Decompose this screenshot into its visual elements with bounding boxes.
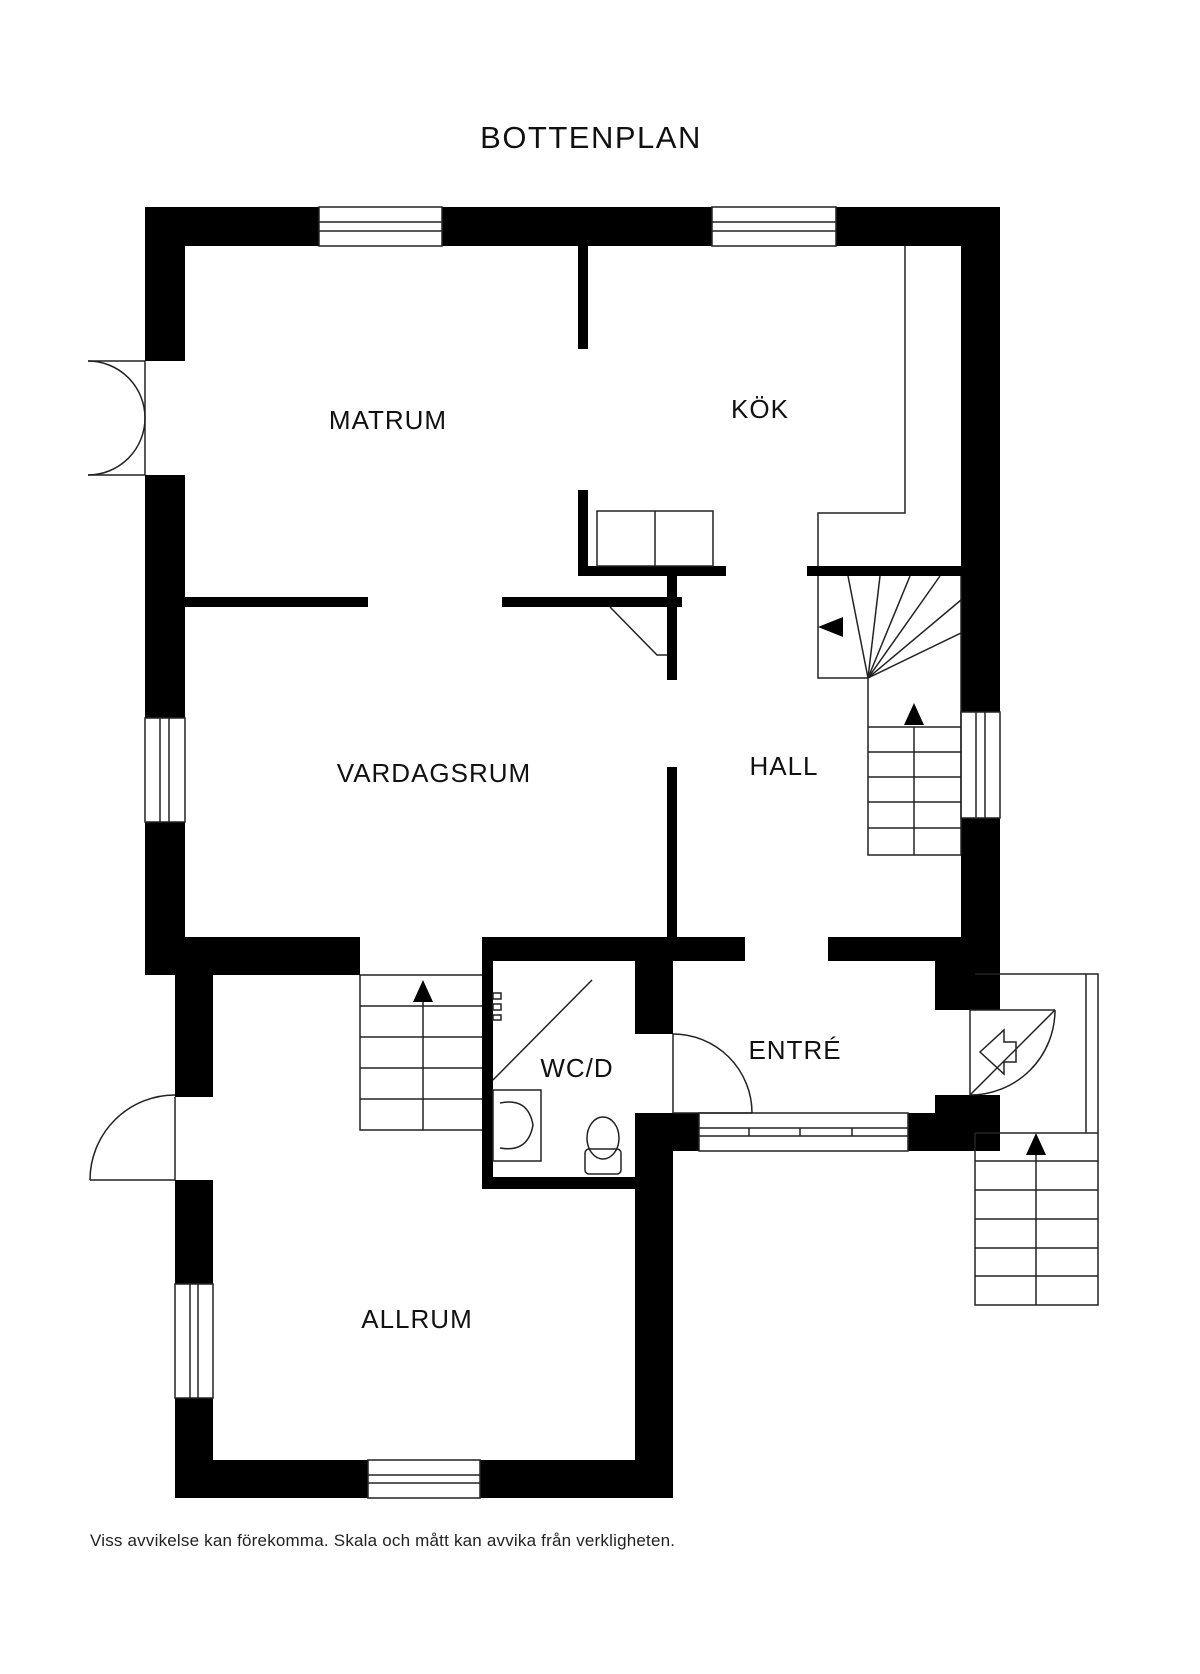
sink-icon: [492, 1089, 542, 1162]
toilet-icon: [584, 1116, 622, 1175]
staircase-hall: [817, 575, 962, 856]
window-allrum-bottom: [367, 1459, 481, 1499]
window-vardagsrum-left: [144, 717, 186, 823]
doors: [87, 360, 1056, 1181]
walls: [145, 207, 1000, 1498]
window-kok-top: [711, 206, 837, 247]
window-allrum-left: [174, 1283, 214, 1399]
arrow-left-icon: [818, 617, 843, 637]
double-door-matrum: [87, 360, 146, 476]
room-label-vardagsrum: VARDAGSRUM: [337, 758, 531, 788]
wc-fixtures: [492, 979, 622, 1175]
window-matrum-top: [318, 206, 443, 247]
entry-arrow-icon: [978, 1028, 1017, 1076]
arrow-up-icon: [904, 703, 924, 725]
room-label-entre: ENTRÉ: [748, 1035, 841, 1065]
window-entre-bottom: [698, 1112, 909, 1152]
stair-arrows: [413, 617, 1046, 1155]
kitchen-fixtures: [596, 246, 906, 567]
door-wc: [672, 1033, 753, 1114]
interior-walls: [185, 246, 961, 937]
disclaimer-text: Viss avvikelse kan förekomma. Skala och …: [90, 1531, 676, 1550]
door-allrum: [89, 1094, 176, 1181]
entry-steps: [974, 973, 1099, 1306]
room-label-hall: HALL: [749, 751, 818, 781]
room-label-wc: WC/D: [540, 1053, 613, 1083]
arrow-up-icon: [413, 980, 433, 1002]
room-label-kok: KÖK: [731, 394, 789, 424]
room-label-allrum: ALLRUM: [361, 1304, 472, 1334]
shower-head-icon: [492, 992, 502, 1021]
room-label-matrum: MATRUM: [329, 405, 447, 435]
plan-title: BOTTENPLAN: [480, 120, 702, 155]
stairs: [359, 575, 1099, 1306]
door-entre: [969, 1009, 1056, 1096]
staircase-allrum: [359, 974, 482, 1131]
shower-screen: [492, 979, 593, 1081]
door-pantry: [609, 606, 667, 656]
room-labels: MATRUM KÖK VARDAGSRUM HALL WC/D ENTRÉ AL…: [329, 394, 841, 1334]
kitchen-counter: [817, 246, 906, 566]
window-hall-right: [960, 711, 1001, 819]
windows: [144, 206, 1001, 1499]
arrow-up-icon: [1026, 1133, 1046, 1155]
